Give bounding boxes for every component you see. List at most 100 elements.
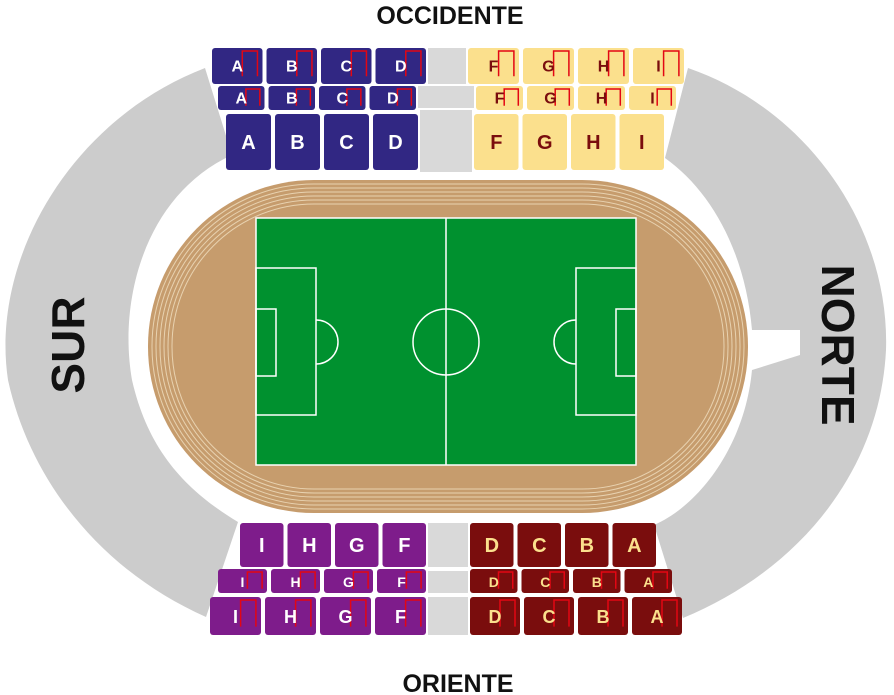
section-block[interactable] [287, 523, 332, 567]
oriente-section-f-row3[interactable]: F [375, 597, 426, 635]
oriente-section-b-row1[interactable]: B [565, 523, 609, 567]
occidente-section-a-row2[interactable]: A [218, 86, 265, 110]
oriente-section-i-row2[interactable]: I [218, 569, 267, 593]
section-block[interactable] [320, 597, 371, 635]
oriente-section-h-row1[interactable]: H [287, 523, 332, 567]
section-block[interactable] [470, 597, 520, 635]
oriente-section-f-row1[interactable]: F [382, 523, 427, 567]
occidente-section-b-row3[interactable]: B [275, 114, 320, 170]
oriente-section-c-row1[interactable]: C [517, 523, 562, 567]
section-block[interactable] [629, 86, 676, 110]
oriente-section-g-row1[interactable]: G [335, 523, 379, 567]
occidente-section-i-row3[interactable]: I [619, 114, 665, 170]
section-block[interactable] [565, 523, 609, 567]
section-block[interactable] [578, 86, 625, 110]
occidente-section-g-row2[interactable]: G [527, 86, 574, 110]
section-block[interactable] [271, 569, 320, 593]
section-block[interactable] [210, 597, 261, 635]
section-block[interactable] [275, 114, 320, 170]
section-block[interactable] [571, 114, 616, 170]
section-block[interactable] [468, 48, 519, 84]
section-block[interactable] [573, 569, 621, 593]
oriente-section-d-row1[interactable]: D [470, 523, 514, 567]
section-block[interactable] [218, 86, 265, 110]
section-block[interactable] [470, 523, 514, 567]
occidente-section-h-row3[interactable]: H [571, 114, 616, 170]
occidente-section-i-row1[interactable]: I [633, 48, 684, 84]
section-label: F [489, 59, 499, 76]
section-block[interactable] [470, 569, 518, 593]
occidente-section-c-row1[interactable]: C [321, 48, 372, 84]
section-block[interactable] [524, 597, 574, 635]
occidente-section-h-row1[interactable]: H [578, 48, 629, 84]
oriente-section-b-row3[interactable]: B [578, 597, 628, 635]
section-block[interactable] [578, 48, 629, 84]
oriente-section-h-row2[interactable]: H [271, 569, 320, 593]
section-block[interactable] [240, 523, 284, 567]
occidente-section-c-row3[interactable]: C [324, 114, 369, 170]
occidente-section-g-row3[interactable]: G [522, 114, 568, 170]
occidente-section-i-row2[interactable]: I [629, 86, 676, 110]
occidente-section-d-row1[interactable]: D [375, 48, 427, 84]
section-block[interactable] [476, 86, 523, 110]
section-label: G [544, 91, 556, 108]
oriente-section-g-row2[interactable]: G [324, 569, 373, 593]
occidente-section-g-row1[interactable]: G [523, 48, 574, 84]
section-block[interactable] [517, 523, 562, 567]
oriente-section-d-row3[interactable]: D [470, 597, 520, 635]
section-block[interactable] [375, 48, 427, 84]
occidente-section-f-row3[interactable]: F [474, 114, 519, 170]
section-block[interactable] [619, 114, 665, 170]
oriente-section-c-row2[interactable]: C [521, 569, 570, 593]
occidente-section-a-row3[interactable]: A [226, 114, 271, 170]
section-block[interactable] [375, 597, 426, 635]
section-block[interactable] [474, 114, 519, 170]
section-block[interactable] [377, 569, 426, 593]
oriente-section-a-row2[interactable]: A [624, 569, 673, 593]
section-block[interactable] [218, 569, 267, 593]
section-block[interactable] [265, 597, 316, 635]
oriente-section-h-row3[interactable]: H [265, 597, 316, 635]
occidente-section-h-row2[interactable]: H [578, 86, 625, 110]
oriente-section-d-row2[interactable]: D [470, 569, 518, 593]
south-stand[interactable] [5, 68, 238, 617]
section-block[interactable] [382, 523, 427, 567]
occidente-section-d-row3[interactable]: D [373, 114, 418, 170]
section-block[interactable] [624, 569, 673, 593]
section-block[interactable] [335, 523, 379, 567]
oriente-section-f-row2[interactable]: F [377, 569, 426, 593]
section-block[interactable] [319, 86, 366, 110]
section-block[interactable] [521, 569, 570, 593]
section-block[interactable] [373, 114, 418, 170]
occidente-section-b-row2[interactable]: B [268, 86, 316, 110]
north-stand[interactable] [654, 68, 887, 618]
oriente-section-a-row1[interactable]: A [612, 523, 657, 567]
occidente-section-b-row1[interactable]: B [266, 48, 318, 84]
occidente-section-f-row2[interactable]: F [476, 86, 523, 110]
section-block[interactable] [212, 48, 263, 84]
occidente-section-a-row1[interactable]: A [212, 48, 263, 84]
section-block[interactable] [226, 114, 271, 170]
section-block[interactable] [633, 48, 684, 84]
occidente-section-c-row2[interactable]: C [319, 86, 366, 110]
oriente-section-a-row3[interactable]: A [632, 597, 682, 635]
section-block[interactable] [324, 569, 373, 593]
section-block[interactable] [578, 597, 628, 635]
oriente-section-i-row3[interactable]: I [210, 597, 261, 635]
section-block[interactable] [324, 114, 369, 170]
section-block[interactable] [268, 86, 316, 110]
section-block[interactable] [321, 48, 372, 84]
section-block[interactable] [266, 48, 318, 84]
section-block[interactable] [369, 86, 417, 110]
section-block[interactable] [632, 597, 682, 635]
section-block[interactable] [612, 523, 657, 567]
oriente-section-b-row2[interactable]: B [573, 569, 621, 593]
section-block[interactable] [523, 48, 574, 84]
occidente-section-f-row1[interactable]: F [468, 48, 519, 84]
oriente-section-c-row3[interactable]: C [524, 597, 574, 635]
section-block[interactable] [522, 114, 568, 170]
section-block[interactable] [527, 86, 574, 110]
occidente-section-d-row2[interactable]: D [369, 86, 417, 110]
oriente-section-i-row1[interactable]: I [240, 523, 284, 567]
oriente-section-g-row3[interactable]: G [320, 597, 371, 635]
